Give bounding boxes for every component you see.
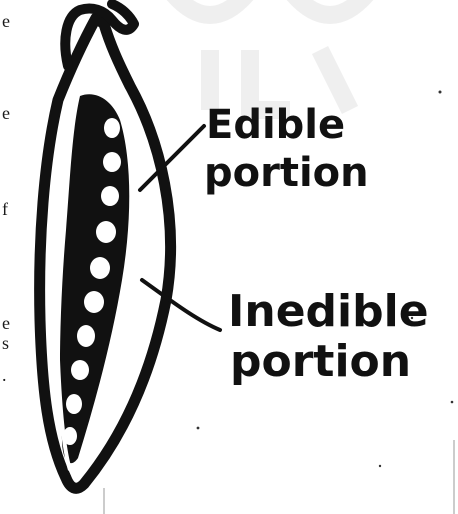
edible-label-line1: Edible (206, 102, 345, 148)
seed (96, 221, 116, 243)
inedible-leader-line (142, 280, 220, 330)
edible-label-line2: portion (204, 150, 369, 196)
seed (90, 257, 110, 279)
seed (84, 291, 104, 313)
seed (104, 118, 120, 138)
seed (63, 427, 77, 445)
inedible-label-line1: Inedible (228, 286, 429, 337)
seed (71, 360, 89, 380)
seed (103, 152, 121, 172)
background-watermark (170, 0, 370, 110)
seed (101, 186, 119, 206)
inedible-label-line2: portion (230, 336, 411, 387)
seed (66, 394, 82, 414)
seed (77, 325, 95, 347)
